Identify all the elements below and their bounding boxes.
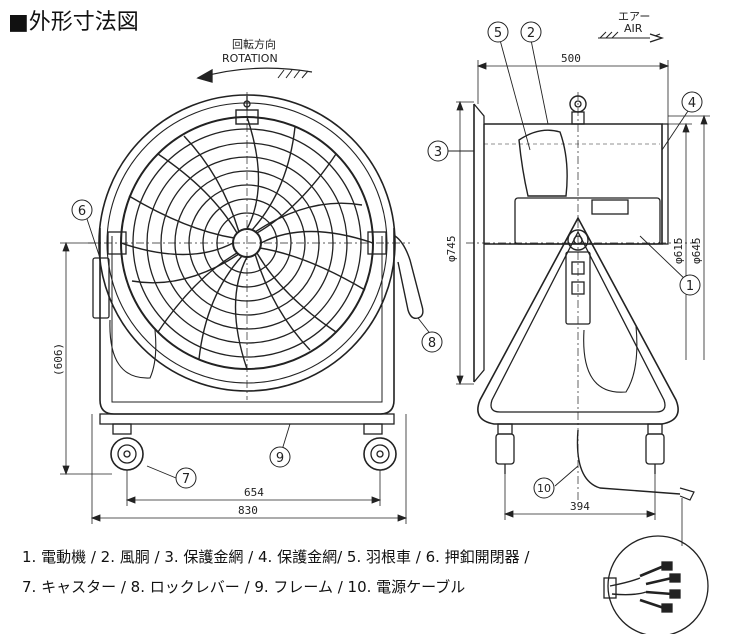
dim-500: 500 — [561, 52, 581, 65]
side-caster-right — [645, 423, 665, 474]
callout-4: 4 — [688, 96, 696, 111]
dim-394: 394 — [570, 500, 590, 513]
diagram-title: ■外形寸法図 — [8, 10, 139, 35]
air-label-en: AIR — [624, 22, 643, 35]
dim-phi645: φ645 — [690, 238, 703, 265]
callout-circles — [71, 21, 703, 499]
impeller-blade — [518, 129, 568, 197]
lock-lever — [394, 235, 424, 320]
callout-8: 8 — [428, 336, 436, 351]
air-direction-arrow — [598, 31, 665, 43]
rotation-label-jp: 回転方向 — [232, 37, 276, 51]
air-label-jp: エアー — [618, 10, 650, 23]
callout-1: 1 — [686, 279, 694, 294]
caster-right — [363, 423, 397, 471]
callout-7: 7 — [182, 472, 190, 487]
dim-phi745: φ745 — [445, 236, 458, 263]
callout-3: 3 — [434, 145, 442, 160]
callout-numbers: 1 2 3 4 5 6 7 8 9 10 — [78, 26, 696, 495]
power-cable — [576, 429, 681, 495]
dim-654: 654 — [244, 486, 264, 499]
side-view — [466, 92, 700, 501]
dimension-lines — [60, 60, 710, 524]
dim-phi615: φ615 — [672, 238, 685, 265]
dim-606: (606) — [52, 343, 65, 376]
callout-9: 9 — [276, 451, 284, 466]
side-caster-left — [495, 423, 515, 474]
parts-legend-line-2: 7. キャスター / 8. ロックレバー / 9. フレーム / 10. 電源ケ… — [22, 578, 466, 596]
callout-10: 10 — [537, 482, 551, 495]
rotation-arrow — [196, 67, 313, 83]
caster-left — [110, 423, 144, 471]
callout-2: 2 — [527, 26, 535, 41]
callout-5: 5 — [494, 26, 502, 41]
dim-830: 830 — [238, 504, 258, 517]
front-view — [88, 92, 424, 471]
callout-leaders — [85, 39, 691, 487]
parts-legend-line-1: 1. 電動機 / 2. 風胴 / 3. 保護金網 / 4. 保護金網/ 5. 羽… — [22, 548, 530, 566]
rotation-label-en: ROTATION — [222, 52, 278, 65]
callout-6: 6 — [78, 204, 86, 219]
switch-box — [92, 257, 110, 319]
cable-detail-inset — [603, 498, 709, 634]
